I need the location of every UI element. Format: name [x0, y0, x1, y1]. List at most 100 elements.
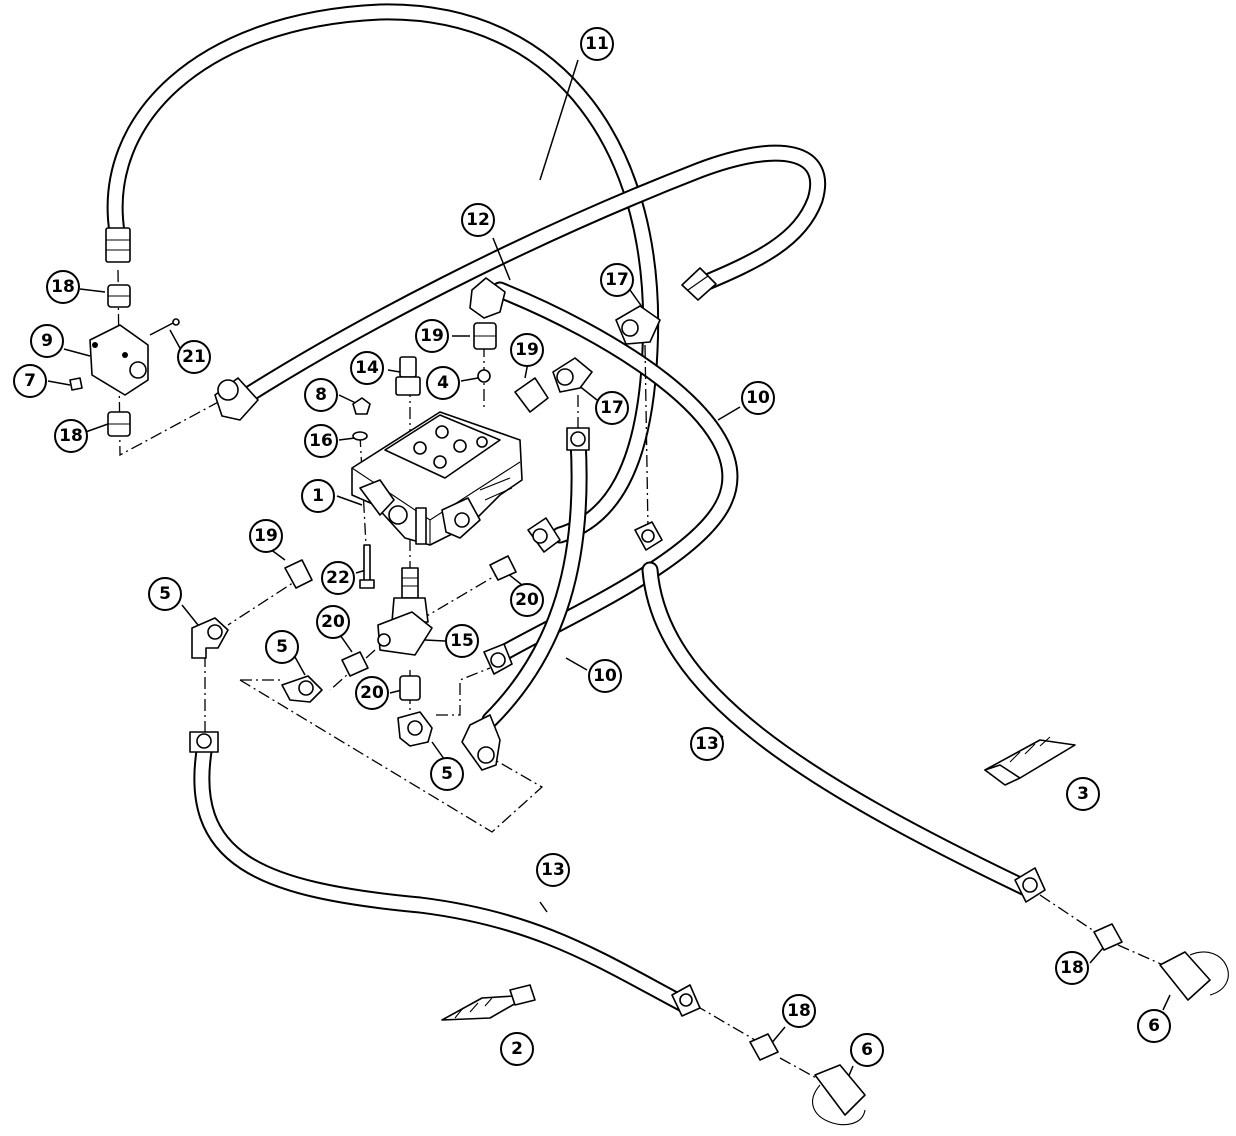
callout-label: 18	[787, 1001, 811, 1021]
tee-17-right	[615, 305, 661, 345]
callout-18-bottom: 18	[782, 994, 816, 1028]
fitting-18-top	[107, 284, 131, 308]
bolt-22	[359, 544, 375, 589]
callout-5-bottom: 5	[430, 757, 464, 791]
callout-1: 1	[301, 479, 335, 513]
callout-5-left: 5	[148, 577, 182, 611]
callout-19-lower: 19	[249, 519, 283, 553]
callout-label: 3	[1077, 784, 1089, 804]
elbow-5-left	[191, 617, 229, 659]
callout-14: 14	[350, 351, 384, 385]
callout-3: 3	[1066, 777, 1100, 811]
callout-19-right: 19	[510, 333, 544, 367]
callout-label: 15	[450, 631, 474, 651]
hose-end-fittings	[105, 227, 1046, 1017]
callout-label: 16	[309, 431, 333, 451]
fitting-20-bottom	[399, 675, 421, 701]
callout-18-right: 18	[1055, 951, 1089, 985]
coupler-6-bottom	[812, 1064, 866, 1126]
callout-7: 7	[13, 364, 47, 398]
callout-5-middle: 5	[265, 630, 299, 664]
callout-label: 19	[420, 326, 444, 346]
callout-label: 20	[515, 590, 539, 610]
center-lines	[117, 269, 1171, 1081]
callout-10-lower: 10	[588, 659, 622, 693]
callout-label: 4	[437, 373, 449, 393]
callout-4: 4	[426, 366, 460, 400]
valve-body	[351, 411, 523, 546]
callout-label: 18	[1060, 958, 1084, 978]
callout-12: 12	[461, 203, 495, 237]
callout-label: 5	[159, 584, 171, 604]
callout-20-right: 20	[510, 583, 544, 617]
callout-20-bottom: 20	[355, 676, 389, 710]
callout-label: 11	[585, 34, 609, 54]
fitting-18-mid	[107, 411, 131, 437]
callout-label: 5	[441, 764, 453, 784]
callout-label: 10	[746, 388, 770, 408]
callout-20-left: 20	[316, 605, 350, 639]
fitting-19-right	[514, 377, 549, 413]
callout-18-mid: 18	[54, 419, 88, 453]
fitting-18-bottom	[749, 1033, 779, 1061]
callout-label: 19	[254, 526, 278, 546]
callout-label: 18	[51, 277, 75, 297]
callout-10-upper: 10	[741, 381, 775, 415]
bolt-21	[149, 318, 180, 336]
callout-label: 20	[360, 683, 384, 703]
pump-9	[89, 324, 149, 396]
callout-label: 9	[41, 331, 53, 351]
fitting-19-top	[473, 322, 497, 350]
fitting-20-left	[341, 651, 369, 677]
fitting-20-right	[489, 555, 517, 581]
callout-label: 12	[466, 210, 490, 230]
hose-10-lower	[481, 431, 588, 729]
tee-17-left	[552, 357, 593, 393]
callout-label: 8	[315, 385, 327, 405]
washer-4	[477, 369, 491, 383]
callout-label: 1	[312, 486, 324, 506]
washer-16	[352, 431, 368, 441]
hose-10-upper	[491, 281, 739, 664]
callout-6-right: 6	[1137, 1009, 1171, 1043]
callout-label: 20	[321, 612, 345, 632]
callout-2: 2	[500, 1032, 534, 1066]
callout-label: 6	[861, 1040, 873, 1060]
callout-label: 5	[276, 637, 288, 657]
callout-label: 13	[695, 734, 719, 754]
callout-18-top: 18	[46, 270, 80, 304]
callout-21: 21	[177, 340, 211, 374]
fitting-19-lower	[284, 559, 313, 589]
nut-8	[352, 397, 371, 415]
callout-label: 18	[59, 426, 83, 446]
callout-label: 21	[182, 347, 206, 367]
fitting-18-right	[1093, 923, 1123, 951]
callout-label: 17	[605, 270, 629, 290]
callout-label: 19	[515, 340, 539, 360]
callout-label: 14	[355, 358, 379, 378]
callout-label: 7	[24, 371, 36, 391]
callout-11: 11	[580, 27, 614, 61]
coupler-6-right	[1159, 951, 1229, 1001]
callout-17-left: 17	[595, 391, 629, 425]
hose-11	[106, 3, 660, 544]
decal-3	[984, 736, 1076, 786]
callout-13-right: 13	[690, 727, 724, 761]
callout-label: 2	[511, 1039, 523, 1059]
callout-6-bottom: 6	[850, 1033, 884, 1067]
callout-9: 9	[30, 324, 64, 358]
hose-13-right	[641, 561, 1039, 899]
callout-8: 8	[304, 378, 338, 412]
elbow-5-bottom	[397, 711, 433, 747]
callout-22: 22	[321, 561, 355, 595]
callout-15: 15	[445, 624, 479, 658]
elbow-5-middle	[281, 675, 323, 703]
callout-label: 10	[593, 666, 617, 686]
hose-13-left	[193, 736, 694, 1014]
hose-12	[231, 144, 827, 409]
callout-19-top: 19	[415, 319, 449, 353]
callout-13-left: 13	[536, 853, 570, 887]
relief-valve	[377, 567, 433, 656]
decal-2	[441, 984, 536, 1021]
